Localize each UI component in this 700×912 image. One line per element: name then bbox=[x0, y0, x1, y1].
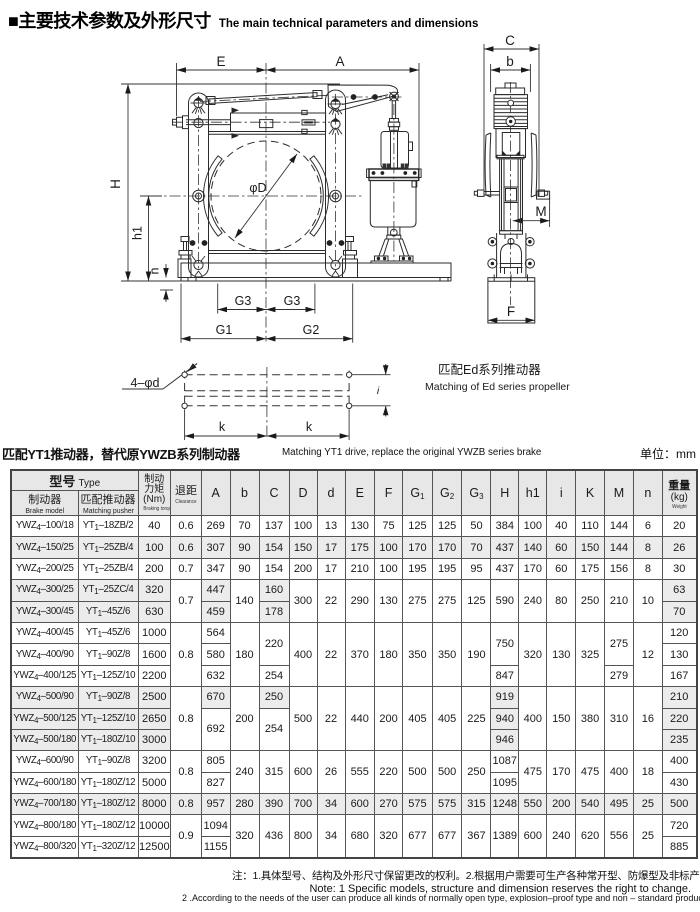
svg-text:G3: G3 bbox=[235, 294, 252, 308]
svg-text:M: M bbox=[535, 204, 546, 219]
svg-text:n: n bbox=[148, 267, 162, 274]
svg-text:4–φd: 4–φd bbox=[131, 376, 160, 390]
svg-text:G3: G3 bbox=[284, 294, 301, 308]
svg-text:i: i bbox=[377, 385, 380, 397]
svg-text:H: H bbox=[108, 179, 123, 189]
svg-text:b: b bbox=[506, 54, 514, 69]
svg-text:E: E bbox=[216, 54, 225, 69]
svg-text:h1: h1 bbox=[131, 226, 145, 240]
svg-text:k: k bbox=[219, 420, 226, 434]
svg-text:G1: G1 bbox=[216, 323, 233, 337]
svg-text:Matching of Ed series propelle: Matching of Ed series propeller bbox=[425, 381, 570, 393]
svg-text:匹配Ed系列推动器: 匹配Ed系列推动器 bbox=[438, 363, 541, 377]
svg-text:φD: φD bbox=[249, 181, 266, 195]
svg-text:k: k bbox=[306, 420, 313, 434]
svg-text:C: C bbox=[505, 33, 515, 48]
svg-text:F: F bbox=[507, 304, 515, 319]
svg-text:G2: G2 bbox=[303, 323, 320, 337]
svg-text:A: A bbox=[335, 54, 344, 69]
